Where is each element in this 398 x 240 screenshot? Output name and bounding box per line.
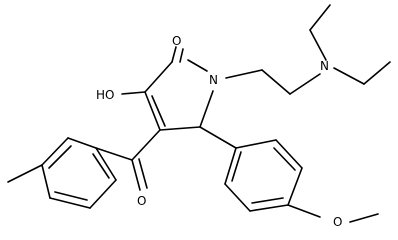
bond-n1-ch2 <box>225 69 263 79</box>
bond-tolyl-methyl <box>7 164 43 183</box>
bond-aryl-inner-3 <box>231 151 242 182</box>
bond-aryl-2 <box>275 139 303 169</box>
bond-tolyl-3 <box>41 164 51 199</box>
bond-aryl-inner-2 <box>251 197 284 204</box>
bond-c3-oh <box>121 91 146 95</box>
ethyl-linker <box>225 69 321 95</box>
bond-aryl-4 <box>249 204 289 212</box>
bond-c4-c5 <box>159 126 201 131</box>
bond-cco-o <box>131 159 141 191</box>
carbonyl-oxygen-label: O <box>172 34 181 48</box>
bond-tolyl-inner-1 <box>48 145 72 169</box>
methoxy-oxygen-label: O <box>333 215 342 229</box>
bond-c3-c4 <box>144 91 161 131</box>
bond-tolyl-6 <box>95 147 117 181</box>
bond-c3-c4-double <box>151 95 166 127</box>
bond-tolyl-ipso <box>95 147 133 161</box>
bond-c5-n1 <box>199 90 214 128</box>
bond-n-ethyl1-a <box>309 29 327 61</box>
bond-aryl-6 <box>224 147 237 185</box>
bond-tolyl-inner-3 <box>92 153 110 179</box>
methoxyphenyl-ring <box>199 126 379 223</box>
benzoyl-carbonyl <box>131 129 161 191</box>
bond-c5-aryl <box>199 126 237 149</box>
carbonyl-group <box>171 46 184 63</box>
bond-tolyl-2 <box>41 137 69 166</box>
bond-aryl-o <box>287 204 321 218</box>
amine-nitrogen-label: N <box>320 59 329 73</box>
bond-n-ethyl2-a <box>333 67 365 85</box>
bond-c4-cco <box>131 129 161 161</box>
bond-cco-o-double <box>138 158 148 189</box>
bond-aryl-1 <box>235 139 277 149</box>
bond-aryl-inner-1 <box>273 147 296 171</box>
bond-c2-c3 <box>144 61 173 93</box>
tolyl-ring <box>7 137 133 209</box>
bond-ch2-n <box>289 73 321 95</box>
bond-tolyl-inner-2 <box>54 191 88 201</box>
diethylamino-group <box>309 4 391 85</box>
bond-aryl-5 <box>224 183 251 212</box>
bond-tolyl-4 <box>49 197 91 209</box>
bond-o-methyl <box>349 213 379 223</box>
bond-c2-o-double <box>179 48 184 63</box>
bond-n-ethyl2-b <box>363 61 391 85</box>
bond-tolyl-1 <box>67 137 97 149</box>
bond-ch2-ch2 <box>261 69 291 95</box>
bond-n1-c2 <box>187 59 208 72</box>
hydroxyl-label: HO <box>96 88 114 102</box>
pyrrolone-ring <box>144 59 214 131</box>
ring-nitrogen-label: N <box>209 73 218 87</box>
bond-aryl-3 <box>287 167 303 206</box>
bond-n-ethyl1-b <box>309 4 331 31</box>
ketone-oxygen-label: O <box>137 194 146 208</box>
bond-c2-o <box>171 46 177 63</box>
bond-tolyl-5 <box>89 179 117 209</box>
